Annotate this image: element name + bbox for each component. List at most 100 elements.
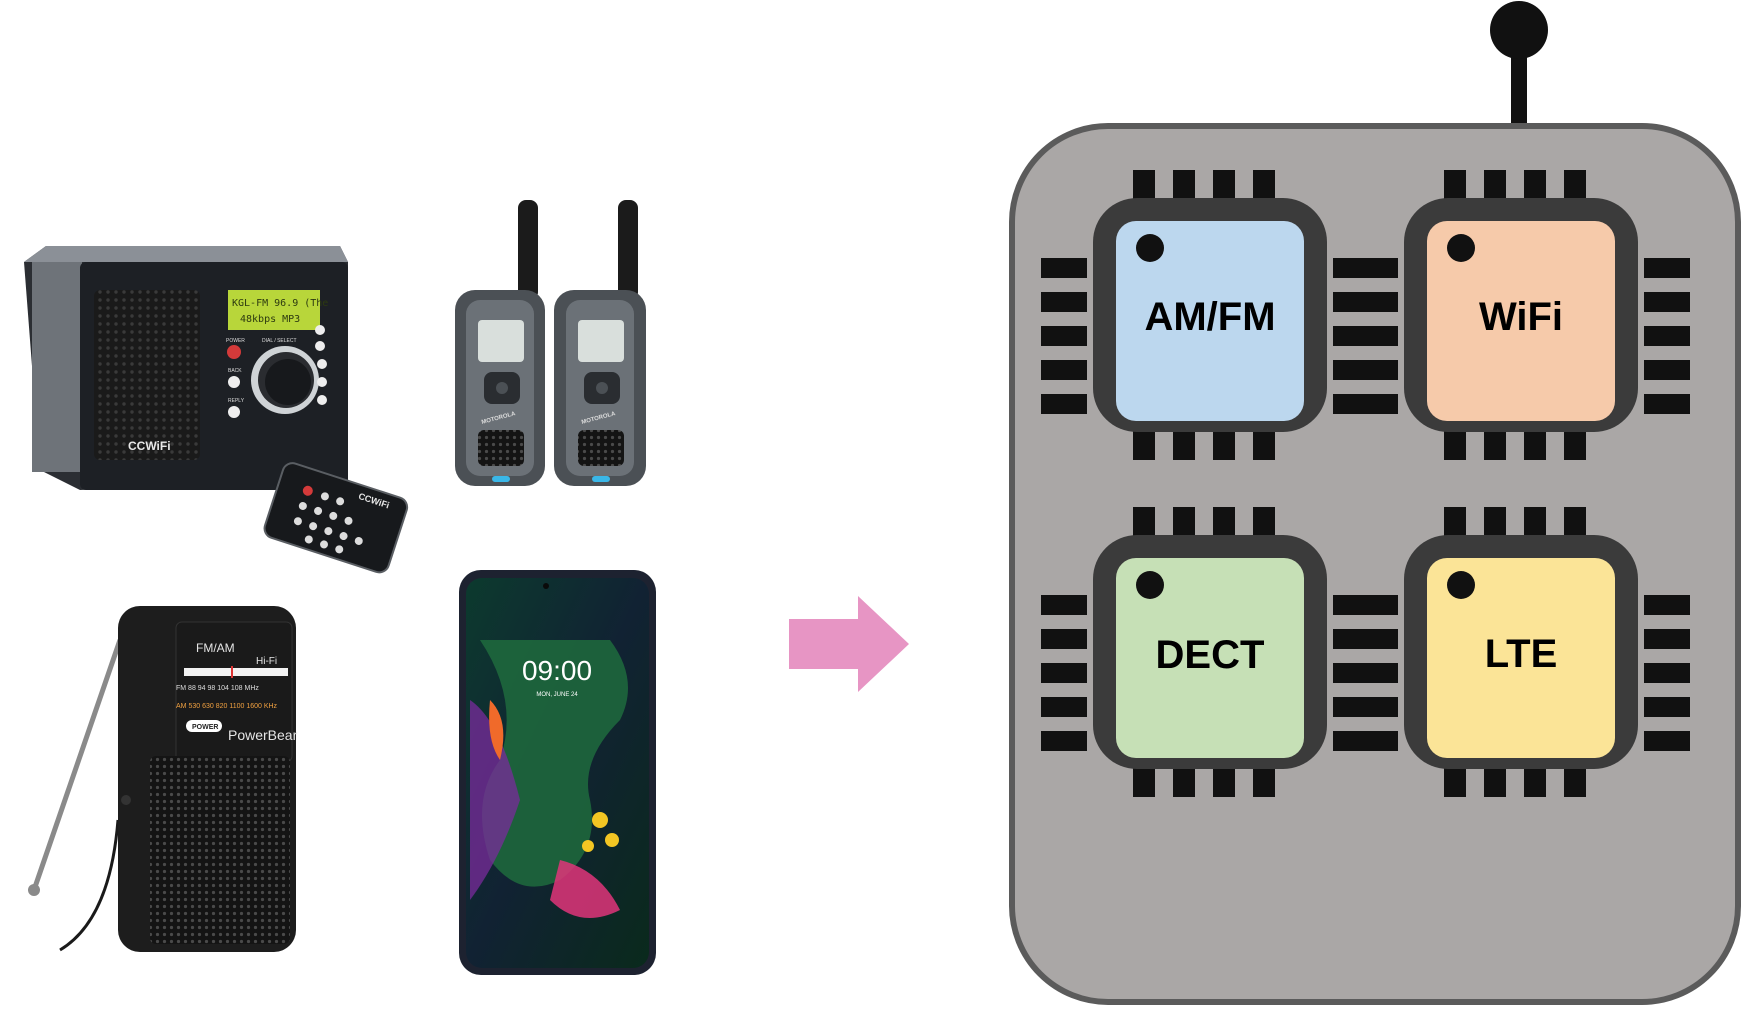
chip-pin (1352, 326, 1398, 346)
radio-display-line1: KGL-FM 96.9 (The (232, 298, 328, 309)
chip-pin (1133, 170, 1155, 200)
chip-pin (1041, 663, 1087, 683)
chip-pin (1352, 258, 1398, 278)
chip-pin (1352, 697, 1398, 717)
chip-pin (1352, 663, 1398, 683)
phone-time: 09:00 (522, 655, 592, 686)
radio-reply-button (228, 406, 240, 418)
chip-pin (1564, 507, 1586, 537)
chip-pin (1041, 326, 1087, 346)
chip-pin (1213, 507, 1235, 537)
chip-pin (1644, 629, 1690, 649)
chip-pin (1133, 430, 1155, 460)
speaker-grille (94, 290, 200, 460)
chip-pin (1213, 767, 1235, 797)
chip-pin (1444, 767, 1466, 797)
chip-pin (1352, 394, 1398, 414)
chip-pin (1253, 507, 1275, 537)
chip-pin (1444, 170, 1466, 200)
chip-pin (1484, 507, 1506, 537)
chip-pin (1644, 258, 1690, 278)
chip-pin (1444, 507, 1466, 537)
chip-pin (1484, 767, 1506, 797)
chip-pin (1644, 663, 1690, 683)
chip-pin (1041, 731, 1087, 751)
walkie-left-screen (478, 320, 524, 362)
chip-pin (1352, 292, 1398, 312)
chip-label: AM/FM (1144, 295, 1275, 339)
chip-pin (1644, 326, 1690, 346)
chip-pin (1173, 430, 1195, 460)
chip-pin (1253, 767, 1275, 797)
chip-orientation-dot (1447, 234, 1475, 262)
radio-remote: CCWiFi (263, 462, 409, 574)
chip-wifi: WiFi (1352, 170, 1690, 460)
chip-orientation-dot (1136, 571, 1164, 599)
pocket-fm-scale: FM 88 94 98 104 108 MHz (176, 685, 259, 692)
chip-pin (1133, 767, 1155, 797)
chip-pin (1444, 430, 1466, 460)
radio-reply-label: REPLY (228, 398, 245, 404)
chip-face (1427, 558, 1615, 758)
chip-pin (1644, 360, 1690, 380)
chip-pin (1564, 170, 1586, 200)
chip-pin (1524, 767, 1546, 797)
chip-pin (1041, 629, 1087, 649)
pocket-hifi-label: Hi-Fi (256, 656, 277, 667)
radio-back-button (228, 376, 240, 388)
chip-pin (1352, 629, 1398, 649)
transform-arrow (789, 596, 909, 692)
pocket-power-badge (186, 720, 222, 732)
chip-pin (1041, 258, 1087, 278)
chip-pin (1041, 595, 1087, 615)
chip-pin (1644, 292, 1690, 312)
radio-display-line2: 48kbps MP3 (240, 314, 300, 325)
chip-pin (1484, 170, 1506, 200)
phone-date: MON, JUNE 24 (536, 692, 578, 698)
chip-pin (1352, 595, 1398, 615)
chip-pin (1644, 394, 1690, 414)
chip-dect: DECT (1041, 507, 1379, 797)
chip-pin (1564, 430, 1586, 460)
chip-pin (1644, 595, 1690, 615)
radio-display (228, 290, 320, 330)
chip-orientation-dot (1447, 571, 1475, 599)
chip-pin (1524, 170, 1546, 200)
chip-pin (1041, 360, 1087, 380)
chip-pin (1041, 697, 1087, 717)
pocket-brand: PowerBear (228, 727, 298, 743)
chip-pin (1173, 170, 1195, 200)
chip-pin (1644, 697, 1690, 717)
chip-label: LTE (1485, 632, 1558, 676)
chip-pin (1524, 507, 1546, 537)
chip-face (1427, 221, 1615, 421)
chip-face (1116, 221, 1304, 421)
pocket-radio: FM/AM Hi-Fi FM 88 94 98 104 108 MHz AM 5… (28, 606, 298, 952)
chip-pin (1253, 430, 1275, 460)
chip-lte: LTE (1352, 507, 1690, 797)
pocket-power-label: POWER (192, 724, 218, 731)
chip-pin (1213, 430, 1235, 460)
chip-am-fm: AM/FM (1041, 170, 1379, 460)
pocket-band-label: FM/AM (196, 641, 235, 655)
chip-pin (1644, 731, 1690, 751)
walkie-talkie-right: MOTOROLA (554, 200, 646, 486)
radio-brand: CCWiFi (128, 439, 171, 453)
smartphone: 09:00 MON, JUNE 24 (459, 570, 656, 975)
antenna-tip (1490, 1, 1548, 59)
chip-pin (1352, 360, 1398, 380)
pocket-speaker (150, 756, 290, 944)
chip-pin (1564, 767, 1586, 797)
chip-label: DECT (1156, 633, 1265, 677)
chip-pin (1133, 507, 1155, 537)
radio-power-label: POWER (226, 338, 245, 344)
chip-pin (1213, 170, 1235, 200)
radio-dial-label: DIAL / SELECT (262, 338, 297, 344)
chip-pin (1524, 430, 1546, 460)
chip-pin (1352, 731, 1398, 751)
chip-pin (1041, 394, 1087, 414)
walkie-right-screen (578, 320, 624, 362)
chip-pin (1041, 292, 1087, 312)
